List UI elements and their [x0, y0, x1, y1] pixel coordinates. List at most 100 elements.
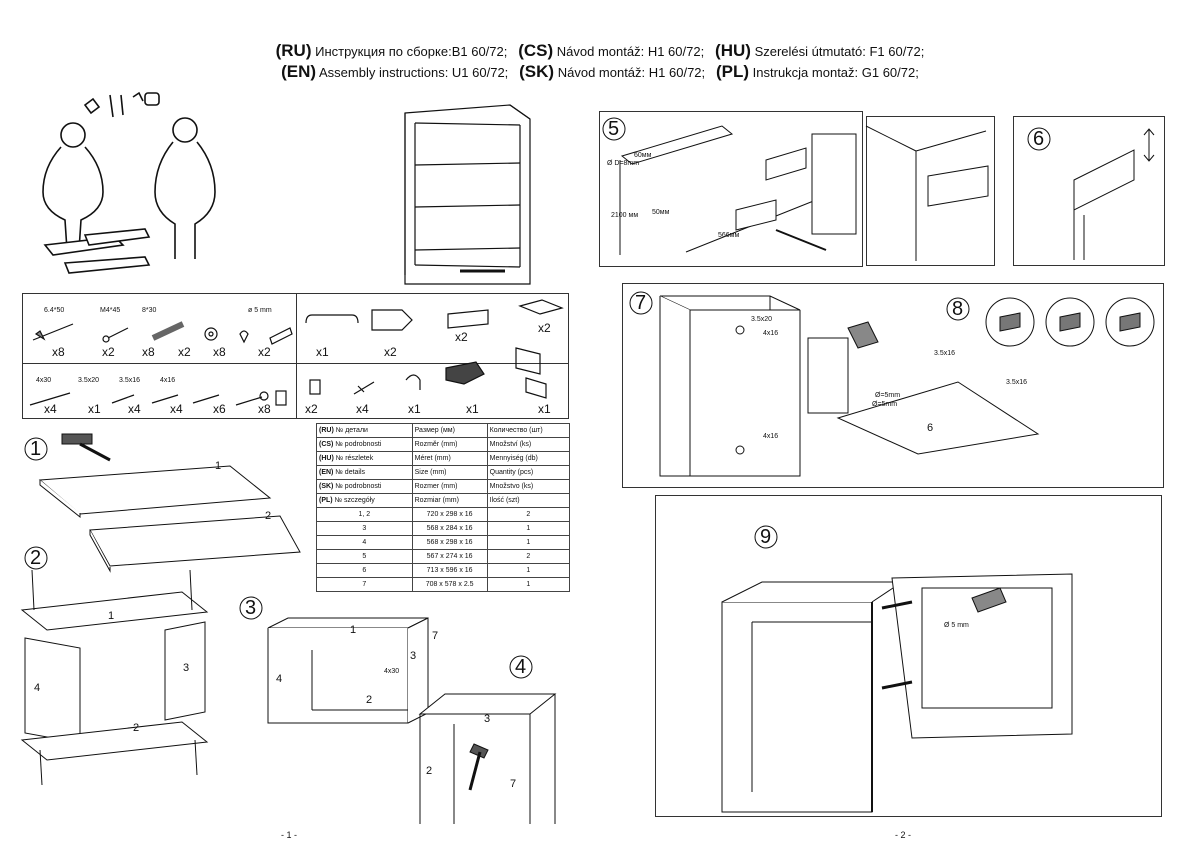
- step-number: 7: [635, 292, 647, 314]
- part-label: 3: [183, 662, 190, 674]
- part-heading-text: № details: [335, 469, 366, 476]
- spec-qty-heading: Количество (шт): [486, 423, 571, 438]
- part-heading-text: № детали: [335, 427, 368, 434]
- spec-part-cell: 1, 2: [316, 507, 413, 522]
- handle-icon: [305, 314, 359, 324]
- spec-size-heading: Size (mm): [411, 465, 488, 480]
- step-number: 9: [760, 526, 772, 548]
- hinge-icon: [445, 361, 485, 385]
- hardware-label: ø 5 mm: [248, 307, 272, 314]
- step-2-assembly: [20, 569, 209, 786]
- wall-mounting-diagram: [619, 125, 857, 255]
- rail-detail-diagram: [865, 125, 989, 261]
- join-cabinets-diagram: [721, 573, 1073, 813]
- hardware-qty: x2: [538, 321, 551, 335]
- hardware-label: 6.4*50: [44, 307, 65, 314]
- hardware-qty: x4: [356, 402, 369, 416]
- hardware-qty: x4: [44, 402, 57, 416]
- part-label: 4: [34, 682, 41, 694]
- spec-header-row: (RU) № детали Размер (мм)Количество (шт): [316, 423, 571, 438]
- part-label: 2: [265, 510, 272, 522]
- spec-size-cell: 720 x 298 x 16: [411, 507, 488, 522]
- hardware-qty: x8: [213, 345, 226, 359]
- part-label: 2: [366, 694, 373, 706]
- screws-icon: [32, 321, 293, 345]
- spec-qty-cell: 1: [486, 521, 571, 536]
- lang-code: (CS): [518, 41, 554, 60]
- lang-code: (RU): [319, 427, 334, 434]
- hardware-qty: x1: [88, 402, 101, 416]
- step-5-detail-panel: [866, 116, 995, 266]
- spec-part-heading: (EN) № details: [316, 465, 413, 480]
- step-number: 5: [608, 118, 620, 140]
- hardware-qty: x1: [316, 345, 329, 359]
- drill-diameter-label: Ø 5 mm: [944, 622, 969, 629]
- bracket-icon: [371, 309, 413, 331]
- spec-part-cell: 3: [316, 521, 413, 536]
- hardware-qty: x8: [258, 402, 271, 416]
- hammer-icon: [468, 743, 489, 791]
- step-number: 4: [515, 656, 527, 678]
- step-5-circle: [602, 117, 626, 141]
- hardware-qty: x4: [170, 402, 183, 416]
- step-3-assembly: [267, 617, 429, 724]
- instruction-title: Návod montáž: H1 60/72;: [556, 44, 705, 59]
- fittings-icon: [305, 299, 564, 399]
- step-6-panel: [1013, 116, 1165, 266]
- spec-size-cell: 568 x 284 x 16: [411, 521, 488, 536]
- hardware-qty: x1: [408, 402, 421, 416]
- screw-size-label: 4x30: [384, 668, 400, 675]
- step-9-panel: [655, 495, 1162, 817]
- lang-code: (CS): [319, 441, 334, 448]
- lang-code: (HU): [715, 41, 751, 60]
- screw-size-label: 4x16: [763, 433, 779, 440]
- instruction-title: Szerelési útmutató: F1 60/72;: [754, 44, 925, 59]
- hardware-qty: x1: [466, 402, 479, 416]
- step-2-circle: [24, 546, 48, 570]
- drill-diameter-label: Ø=5mm: [872, 401, 898, 408]
- step-number: 6: [1033, 128, 1045, 150]
- lang-code: (EN): [319, 469, 334, 476]
- small-screws-icon: [29, 390, 287, 406]
- lang-code: (RU): [275, 41, 312, 60]
- cabinet-overview: [404, 104, 531, 285]
- spec-size-heading: Размер (мм): [411, 423, 488, 438]
- drill-diameter-label: Ø D=8mm: [607, 160, 640, 167]
- lang-code: (SK): [319, 483, 334, 490]
- lang-code: (PL): [319, 497, 333, 504]
- plate-icon: [518, 299, 564, 315]
- spec-part-heading: (PL) № szczegóły: [316, 493, 413, 508]
- tools-icon: [83, 91, 160, 118]
- hardware-box: [22, 293, 569, 419]
- step-4-circle: [509, 655, 533, 679]
- step-7-circle: [629, 291, 653, 315]
- step-5-panel: [599, 111, 863, 267]
- drill-icon: [847, 321, 879, 349]
- hardware-qty: x8: [142, 345, 155, 359]
- hardware-qty: x4: [128, 402, 141, 416]
- screw-size-label: 3.5x16: [1006, 379, 1028, 386]
- step-6-circle: [1027, 127, 1051, 151]
- hardware-qty: x8: [52, 345, 65, 359]
- screw-size-label: 3.5x16: [934, 350, 956, 357]
- height-label: 2100 мм: [611, 212, 639, 219]
- spec-size-cell: 568 x 298 x 16: [411, 535, 488, 550]
- drill-bottom-panel-diagram: [807, 321, 1040, 455]
- spec-qty-heading: Množství (ks): [486, 437, 571, 452]
- screw-size-label: 4x16: [763, 330, 779, 337]
- spec-qty-cell: 1: [486, 563, 571, 578]
- cap-icon: [309, 379, 321, 395]
- hinge-adjust-diagram: [1073, 128, 1155, 260]
- level-icon: [620, 125, 734, 165]
- part-label: 4: [276, 673, 283, 685]
- step-number: 1: [30, 438, 42, 460]
- instruction-title: Инструкция по сборке:B1 60/72;: [315, 44, 508, 59]
- hardware-label: 8*30: [142, 307, 157, 314]
- spec-qty-cell: 2: [486, 549, 571, 564]
